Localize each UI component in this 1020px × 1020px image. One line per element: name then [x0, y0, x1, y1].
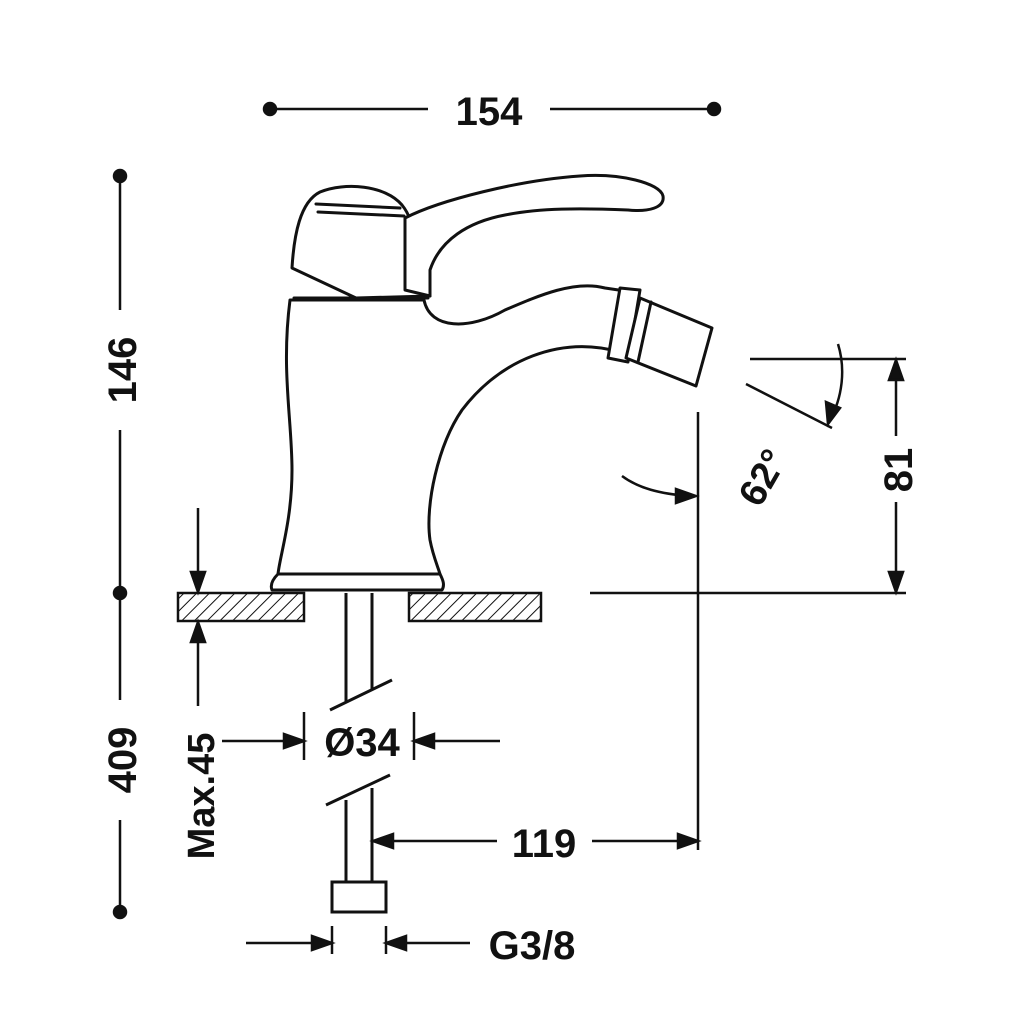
dim-height-81 [750, 356, 906, 596]
nozzle-ring [606, 286, 642, 364]
dim-diameter-34 [222, 712, 500, 760]
connector-fitting [330, 880, 388, 914]
deck [176, 591, 543, 623]
dim-height-146 [112, 168, 128, 601]
label-width: 154 [456, 90, 523, 134]
label-projection: 119 [512, 822, 577, 866]
label-height: 146 [101, 337, 145, 404]
faucet-outline [269, 173, 714, 592]
deck-right [407, 591, 543, 623]
deck-left [176, 591, 306, 623]
label-hose-length: 409 [101, 727, 145, 794]
dim-width-154 [262, 101, 722, 117]
label-angle: 62° [731, 443, 796, 514]
dim-max-45 [189, 508, 207, 706]
lever-handle [403, 173, 665, 298]
dim-projection-119 [369, 412, 702, 850]
label-max-thickness: Max.45 [181, 733, 223, 860]
nozzle-tip [624, 296, 714, 388]
dim-hose-409 [112, 593, 128, 920]
faucet-base [269, 572, 445, 592]
dim-angle-62 [621, 343, 844, 505]
supply-tube [325, 593, 393, 914]
faucet-body [276, 284, 634, 576]
label-hole-diameter: Ø34 [324, 721, 400, 765]
dim-thread-g38 [246, 926, 470, 954]
label-thread: G3/8 [489, 924, 576, 968]
label-spout-height: 81 [877, 448, 921, 493]
